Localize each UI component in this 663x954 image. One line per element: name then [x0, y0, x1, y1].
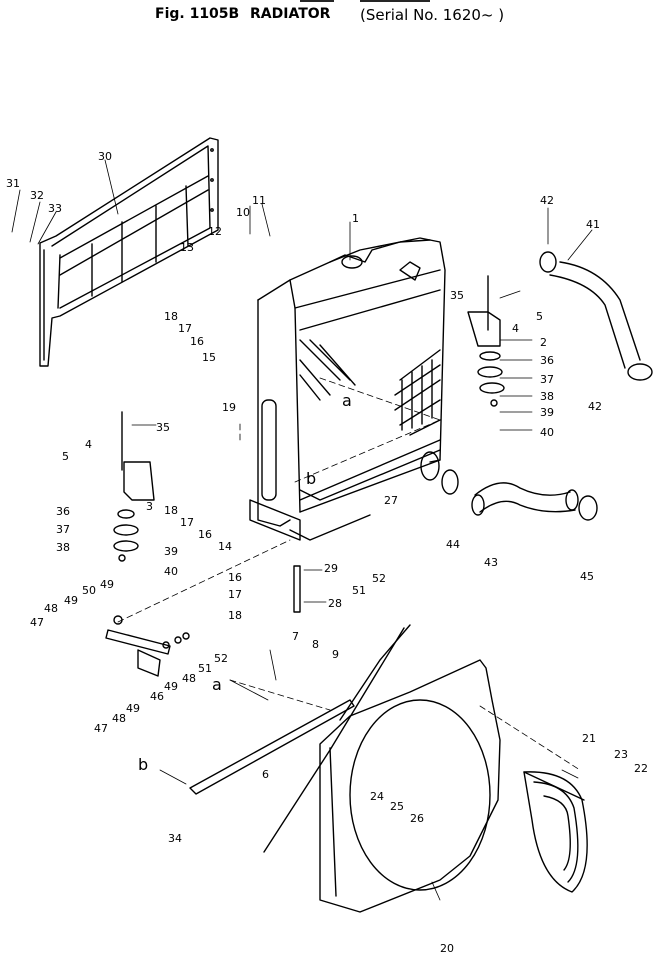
callout-37: 37 [56, 523, 70, 536]
lower-hose [420, 451, 598, 521]
callout-29: 29 [324, 562, 338, 575]
callout-8: 8 [312, 638, 319, 651]
callout-labels: 1 2 3 4 4 5 5 6 7 8 9 10 11 12 13 14 15 … [6, 150, 648, 954]
callout-4: 4 [85, 438, 92, 451]
callout-34: 34 [168, 832, 182, 845]
callout-16: 16 [198, 528, 212, 541]
callout-10: 10 [236, 206, 250, 219]
callout-35: 35 [156, 421, 170, 434]
callout-32: 32 [30, 189, 44, 202]
japanese-heading-mark [360, 0, 430, 2]
reference-letter-b: b [306, 469, 316, 488]
support-rods [189, 565, 411, 853]
callout-22: 22 [634, 762, 648, 775]
callout-21: 21 [582, 732, 596, 745]
callout-38: 38 [540, 390, 554, 403]
callout-48: 48 [44, 602, 58, 615]
callout-49: 49 [64, 594, 78, 607]
callout-38: 38 [56, 541, 70, 554]
fan-guard [523, 771, 588, 893]
callout-51: 51 [198, 662, 212, 675]
callout-4: 4 [512, 322, 519, 335]
callout-30: 30 [98, 150, 112, 163]
callout-36: 36 [540, 354, 554, 367]
radiator-core [249, 237, 446, 541]
callout-1: 1 [352, 212, 359, 225]
callout-50: 50 [82, 584, 96, 597]
callout-17: 17 [180, 516, 194, 529]
callout-5: 5 [62, 450, 69, 463]
reference-letter-b: b [138, 755, 148, 774]
callout-44: 44 [446, 538, 460, 551]
callout-26: 26 [410, 812, 424, 825]
callout-49: 49 [100, 578, 114, 591]
callout-3: 3 [146, 500, 153, 513]
callout-16: 16 [228, 571, 242, 584]
callout-12: 12 [208, 225, 222, 238]
callout-42: 42 [540, 194, 554, 207]
callout-40: 40 [164, 565, 178, 578]
japanese-heading-mark [300, 0, 334, 2]
callout-49: 49 [164, 680, 178, 693]
radiator-guard-frame [39, 137, 219, 367]
callout-9: 9 [332, 648, 339, 661]
callout-20: 20 [440, 942, 454, 954]
callout-19: 19 [222, 401, 236, 414]
figure-header: Fig. 1105B RADIATOR (Serial No. 1620~ ) [0, 0, 663, 30]
callout-18: 18 [228, 609, 242, 622]
callout-17: 17 [178, 322, 192, 335]
callout-52: 52 [372, 572, 386, 585]
callout-49: 49 [126, 702, 140, 715]
callout-15: 15 [202, 351, 216, 364]
callout-13: 13 [180, 241, 194, 254]
callout-17: 17 [228, 588, 242, 601]
callout-48: 48 [182, 672, 196, 685]
callout-23: 23 [614, 748, 628, 761]
callout-48: 48 [112, 712, 126, 725]
callout-43: 43 [484, 556, 498, 569]
callout-27: 27 [384, 494, 398, 507]
callout-35: 35 [450, 289, 464, 302]
callout-16: 16 [190, 335, 204, 348]
figure-number: Fig. 1105B [155, 6, 240, 22]
figure-title: RADIATOR [250, 6, 331, 22]
callout-47: 47 [94, 722, 108, 735]
callout-25: 25 [390, 800, 404, 813]
callout-11: 11 [252, 194, 266, 207]
callout-7: 7 [292, 630, 299, 643]
callout-42: 42 [588, 400, 602, 413]
callout-40: 40 [540, 426, 554, 439]
callout-51: 51 [352, 584, 366, 597]
callout-47: 47 [30, 616, 44, 629]
callout-28: 28 [328, 597, 342, 610]
callout-45: 45 [580, 570, 594, 583]
reference-letter-a: a [212, 675, 222, 694]
serial-range: (Serial No. 1620~ ) [360, 6, 505, 24]
callout-36: 36 [56, 505, 70, 518]
callout-18: 18 [164, 310, 178, 323]
reference-letter-a: a [342, 391, 352, 410]
callout-5: 5 [536, 310, 543, 323]
callout-39: 39 [540, 406, 554, 419]
left-mount-bracket [113, 411, 155, 562]
stay-bar [105, 615, 190, 677]
callout-31: 31 [6, 177, 20, 190]
callout-37: 37 [540, 373, 554, 386]
right-mount-bracket [467, 275, 505, 407]
leader-lines [11, 159, 593, 901]
reference-arrows [117, 377, 581, 771]
callout-33: 33 [48, 202, 62, 215]
callout-52: 52 [214, 652, 228, 665]
callout-14: 14 [218, 540, 232, 553]
callout-6: 6 [262, 768, 269, 781]
callout-39: 39 [164, 545, 178, 558]
callout-2: 2 [540, 336, 547, 349]
callout-18: 18 [164, 504, 178, 517]
callout-46: 46 [150, 690, 164, 703]
upper-hose [539, 251, 653, 381]
callout-41: 41 [586, 218, 600, 231]
fan-shroud [319, 659, 501, 913]
callout-24: 24 [370, 790, 384, 803]
